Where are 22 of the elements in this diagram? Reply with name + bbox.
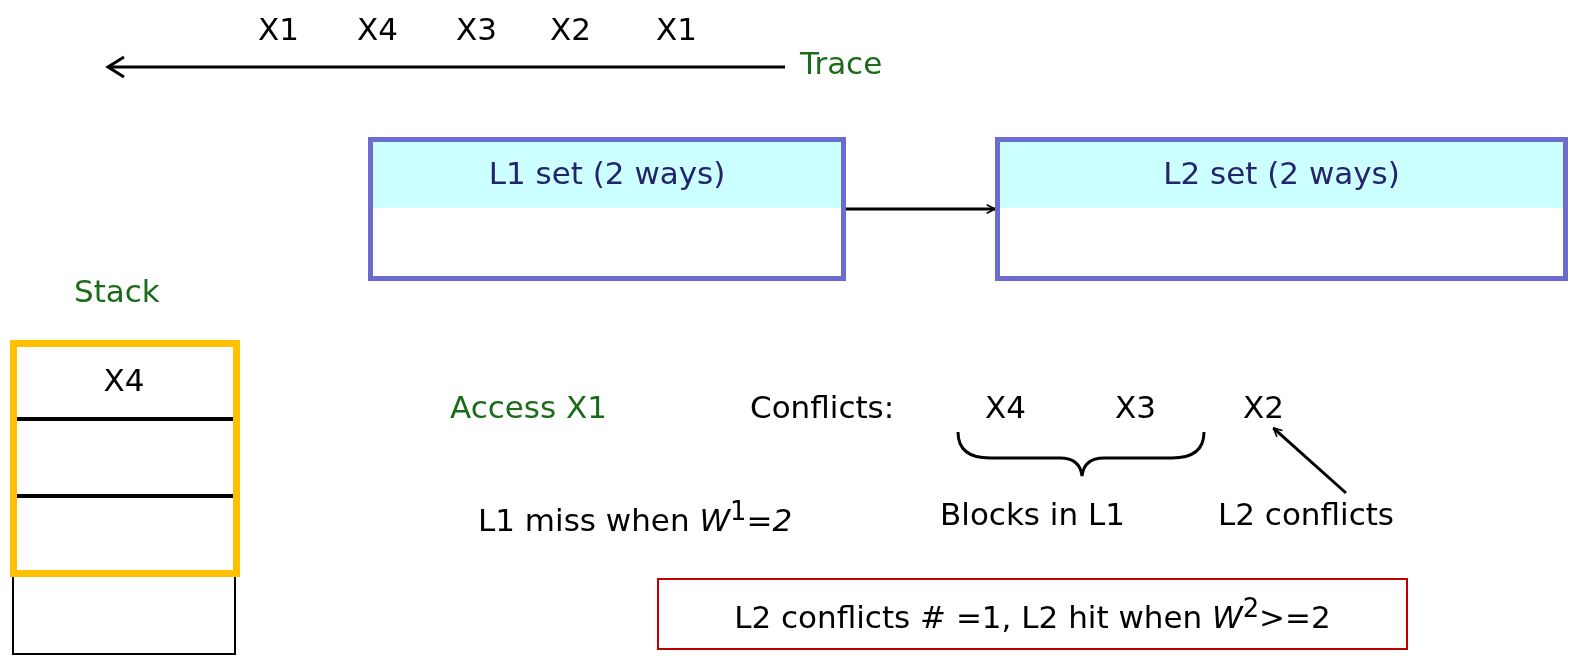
text-label: X3	[456, 12, 497, 47]
cache-set-box	[368, 137, 846, 281]
text-label: X4	[357, 12, 398, 47]
set-title: L1 set (2 ways)	[487, 156, 727, 191]
heading-label: Access X1	[450, 390, 607, 425]
text-label: L2 conflicts	[1218, 497, 1394, 532]
heading-label: Trace	[800, 46, 883, 81]
text-label: X4	[985, 390, 1026, 425]
text-label: X3	[1115, 390, 1156, 425]
text-label: X2	[1243, 390, 1284, 425]
text-label: X1	[656, 12, 697, 47]
note-box: L2 conflicts # =1, L2 hit when W$^{2}$>=2	[657, 578, 1408, 650]
cache-set-box	[995, 137, 1568, 281]
text-label: X1	[258, 12, 299, 47]
text-label: Blocks in L1	[940, 497, 1125, 532]
text-label: L1 miss when W$^{1}$=2	[478, 497, 793, 538]
stack-heading: Stack	[74, 274, 160, 309]
set-title: L2 set (2 ways)	[1162, 156, 1401, 191]
text-label: X2	[550, 12, 591, 47]
text-label: Conflicts:	[750, 390, 895, 425]
arrow	[846, 204, 996, 214]
arrow	[1272, 426, 1347, 495]
